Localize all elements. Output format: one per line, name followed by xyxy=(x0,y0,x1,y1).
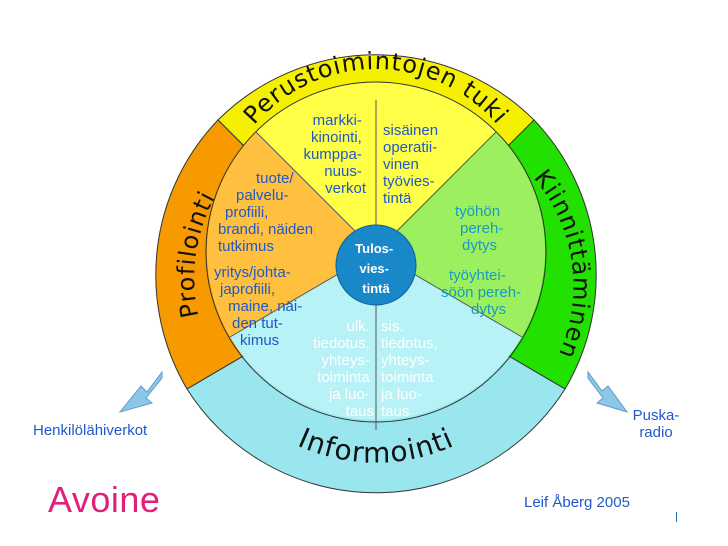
author-credit: Leif Åberg 2005 xyxy=(524,494,630,511)
inner-left-segment xyxy=(206,132,376,337)
segment-right-upper: työhön pereh- dytys xyxy=(455,203,508,254)
right-arrow xyxy=(587,370,629,413)
brand-logo: Avoine xyxy=(48,479,161,520)
hub-circle xyxy=(335,224,417,306)
inner-right-segment xyxy=(376,132,546,337)
right-label-line-1: Puska- xyxy=(632,407,680,424)
segment-bottom-left: ulk. tiedotus, yhteys- toiminta ja luo- … xyxy=(313,318,374,420)
segment-right-lower: työyhtei- söön pereh- dytys xyxy=(441,267,525,318)
segment-top-left: markki- kinointi, kumppa- nuus- verkot xyxy=(303,112,366,197)
segment-bottom-right: sis. tiedotus, yhteys- toiminta ja luo- … xyxy=(380,318,442,420)
left-arrow xyxy=(118,370,163,413)
segment-top-right: sisäinen operatii- vinen työvies- tintä xyxy=(383,122,442,207)
left-label-network: Henkilölähiverkot xyxy=(33,422,148,439)
hub-text: Tulos- vies- tintä xyxy=(355,241,397,296)
corner-mark xyxy=(676,512,677,522)
segment-left-lower: yritys/johta- japrofiili, maine, näi- de… xyxy=(214,264,306,349)
right-label-line-2: radio xyxy=(639,424,673,441)
segment-left-upper: tuote/ palvelu- profiili, brandi, näiden… xyxy=(218,170,317,255)
right-label-radio: Puska- radio xyxy=(624,407,688,441)
